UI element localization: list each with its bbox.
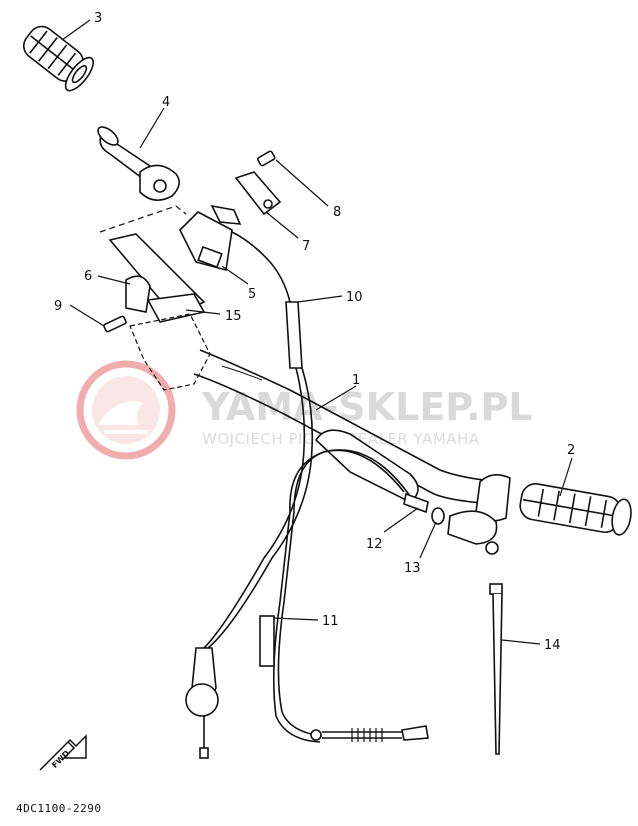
fwd-arrow-icon: FWD	[39, 734, 87, 771]
callout-1: 1	[352, 373, 360, 388]
callout-6: 6	[84, 269, 92, 284]
throttle-cable	[185, 231, 314, 759]
callout-11: 11	[322, 614, 339, 629]
fwd-label: FWD	[50, 748, 71, 769]
throttle-housing-cap	[234, 171, 282, 216]
diagram-code: 4DC1100-2290	[16, 802, 101, 815]
watermark-title: YAMA-SKLEP.PL	[201, 385, 533, 429]
cable-adjuster	[403, 492, 445, 525]
callout-7: 7	[302, 239, 310, 254]
callout-15: 15	[225, 309, 242, 324]
watermark: YAMA-SKLEP.PL WOJCIECH PIC... | DEALER Y…	[76, 360, 533, 460]
callout-9: 9	[54, 299, 62, 314]
screw-8	[257, 150, 276, 167]
callout-13: 13	[404, 561, 421, 576]
callout-5: 5	[248, 287, 256, 302]
throttle-housing	[179, 204, 242, 272]
callout-10: 10	[346, 290, 363, 305]
left-grip	[22, 25, 95, 92]
callout-3: 3	[94, 11, 102, 26]
callout-12: 12	[366, 537, 383, 552]
callout-4: 4	[162, 95, 170, 110]
throttle-grip	[97, 126, 180, 201]
callout-2: 2	[567, 443, 575, 458]
right-grip	[475, 474, 632, 536]
callout-8: 8	[333, 205, 341, 220]
cable-tie	[489, 583, 503, 755]
watermark-logo	[76, 360, 176, 460]
clutch-cable	[259, 449, 429, 743]
screw-9	[103, 315, 127, 333]
handlebar	[193, 349, 501, 505]
clutch-lever-mount	[447, 510, 499, 555]
callout-14: 14	[544, 638, 561, 653]
